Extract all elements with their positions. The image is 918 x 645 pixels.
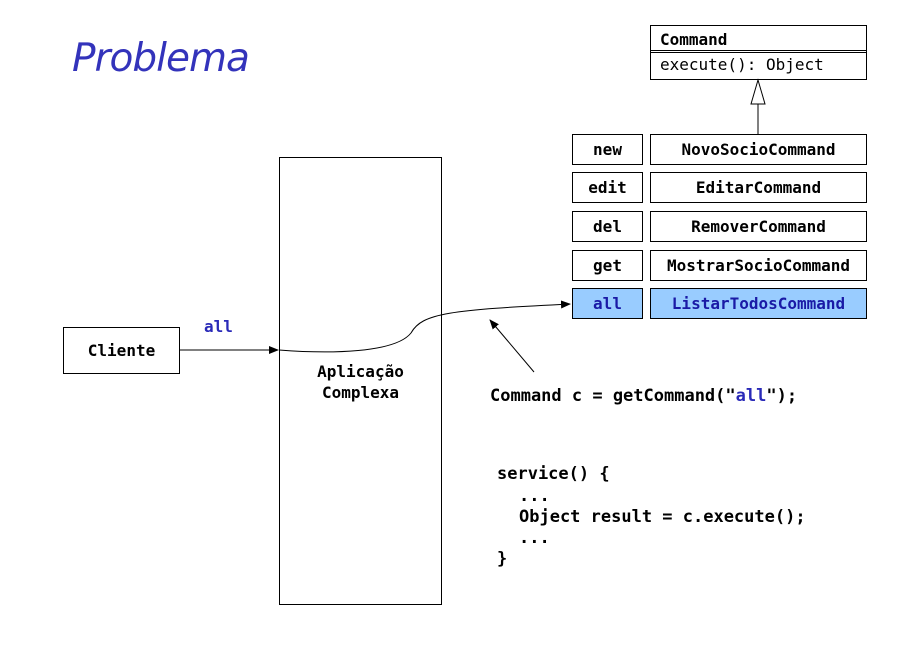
command-interface-box: Command execute(): Object bbox=[650, 25, 867, 80]
getcommand-arg: all bbox=[735, 386, 767, 406]
command-interface-method: execute(): Object bbox=[660, 55, 824, 74]
application-label-line1: Aplicação bbox=[317, 362, 404, 381]
command-cell-remover: RemoverCommand bbox=[650, 211, 867, 242]
getcommand-suffix: "); bbox=[766, 386, 798, 406]
key-cell-del: del bbox=[572, 211, 643, 242]
service-line5: } bbox=[497, 549, 508, 569]
inheritance-triangle-icon bbox=[750, 78, 766, 105]
command-interface-name: Command bbox=[651, 26, 866, 53]
service-line1: service() { bbox=[497, 464, 610, 484]
application-label-line2: Complexa bbox=[321, 383, 400, 402]
service-line4: ... bbox=[519, 528, 550, 548]
request-label: all bbox=[204, 317, 233, 336]
key-cell-new: new bbox=[572, 134, 643, 165]
pointer-arrow bbox=[489, 319, 535, 373]
getcommand-statement: Command c = getCommand("all"); bbox=[490, 386, 797, 406]
command-cell-listar-todos-highlighted: ListarTodosCommand bbox=[650, 288, 867, 319]
client-box: Cliente bbox=[63, 327, 180, 374]
key-cell-edit: edit bbox=[572, 172, 643, 203]
command-cell-mostrar-socio: MostrarSocioCommand bbox=[650, 250, 867, 281]
page-title: Problema bbox=[72, 36, 250, 81]
application-box: Aplicação Complexa bbox=[279, 157, 442, 605]
lookup-curve-arrow bbox=[278, 300, 571, 353]
service-line2: ... bbox=[519, 486, 550, 506]
command-cell-editar: EditarCommand bbox=[650, 172, 867, 203]
service-line3: Object result = c.execute(); bbox=[519, 507, 806, 527]
getcommand-prefix: Command c = getCommand(" bbox=[490, 386, 736, 406]
key-cell-all-highlighted: all bbox=[572, 288, 643, 319]
key-cell-get: get bbox=[572, 250, 643, 281]
command-cell-novo-socio: NovoSocioCommand bbox=[650, 134, 867, 165]
